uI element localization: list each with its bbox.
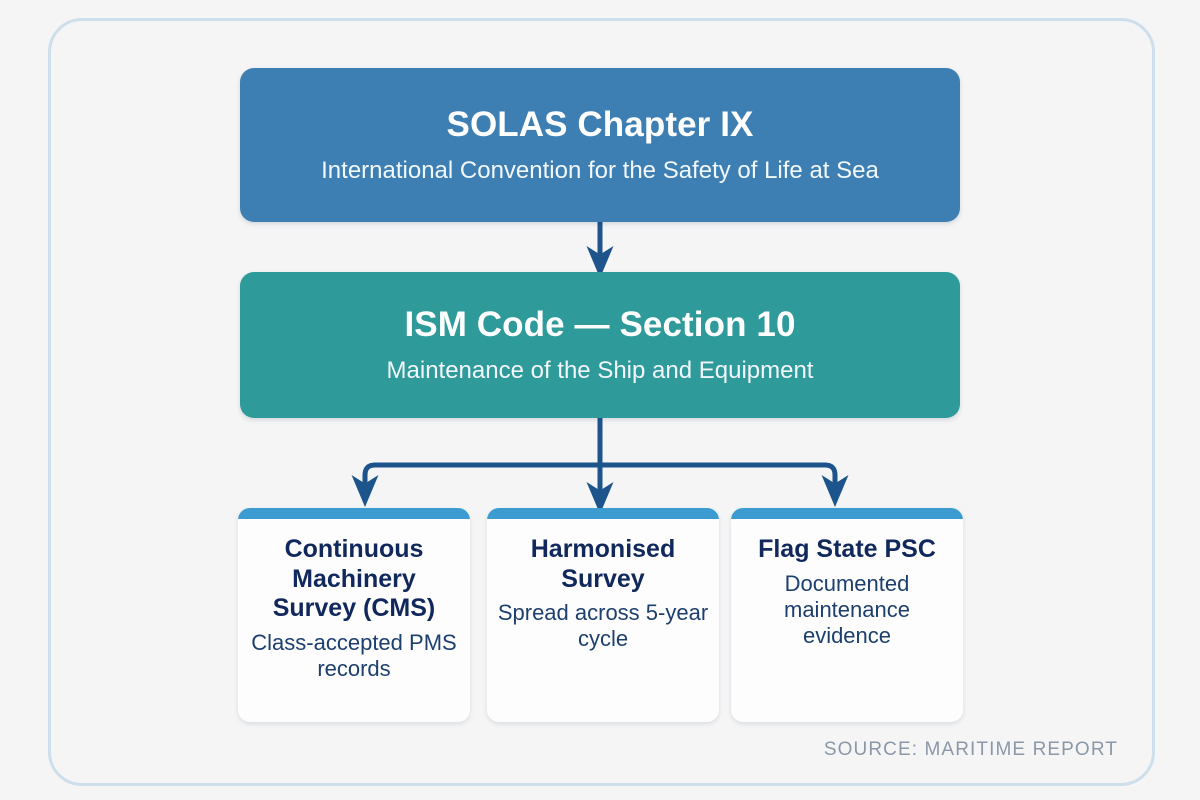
card-body: Flag State PSC Documented maintenance ev… — [731, 519, 963, 722]
card-description: Class-accepted PMS records — [251, 629, 457, 681]
node-ism-code-section-10[interactable]: ISM Code — Section 10 Maintenance of the… — [240, 272, 960, 418]
card-accent-bar — [731, 508, 963, 519]
node-solas-chapter-ix[interactable]: SOLAS Chapter IX International Conventio… — [240, 68, 960, 222]
card-harmonised-survey[interactable]: Harmonised Survey Spread across 5-year c… — [487, 508, 719, 722]
card-accent-bar — [487, 508, 719, 519]
card-description: Documented maintenance evidence — [784, 570, 910, 649]
card-title: Continuous Machinery Survey (CMS) — [272, 535, 436, 622]
figure-frame-border — [48, 18, 1155, 786]
card-title: Flag State PSC — [758, 535, 936, 563]
node-ism-subtitle: Maintenance of the Ship and Equipment — [386, 356, 814, 384]
card-title: Harmonised Survey — [530, 535, 676, 593]
card-body: Continuous Machinery Survey (CMS) Class-… — [238, 519, 470, 722]
node-ism-title: ISM Code — Section 10 — [404, 304, 796, 344]
card-description: Spread across 5-year cycle — [497, 600, 709, 652]
source-caption: SOURCE: MARITIME REPORT — [823, 739, 1118, 760]
card-body: Harmonised Survey Spread across 5-year c… — [487, 519, 719, 722]
card-flag-state-psc[interactable]: Flag State PSC Documented maintenance ev… — [731, 508, 963, 722]
node-solas-subtitle: International Convention for the Safety … — [321, 156, 879, 184]
card-accent-bar — [238, 508, 470, 519]
node-solas-title: SOLAS Chapter IX — [446, 104, 754, 144]
card-continuous-machinery-survey[interactable]: Continuous Machinery Survey (CMS) Class-… — [238, 508, 470, 722]
